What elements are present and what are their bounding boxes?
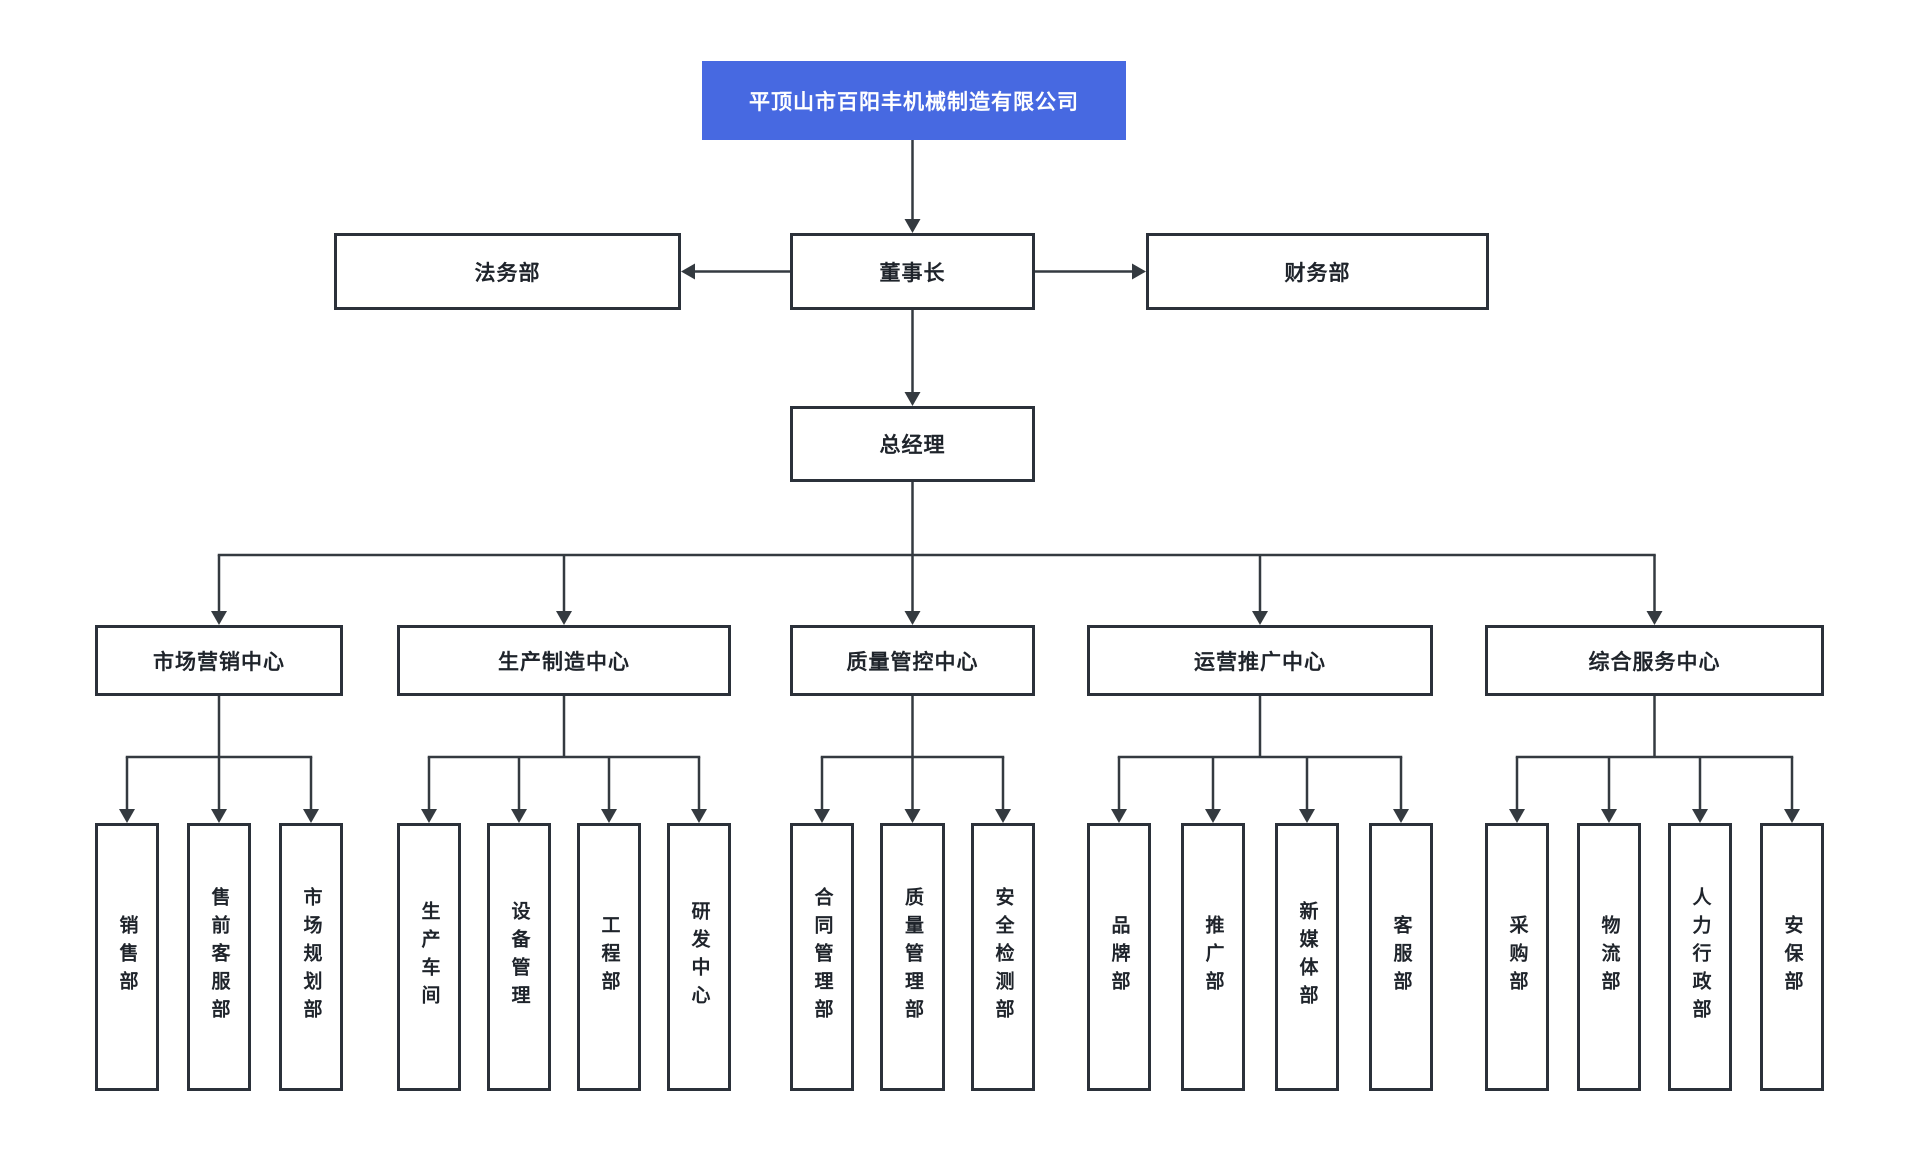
dept-node: 物流部 (1577, 823, 1641, 1091)
dept-label: 设备管理 (508, 901, 530, 1013)
finance-dept-node: 财务部 (1146, 233, 1489, 310)
center-label: 综合服务中心 (1588, 650, 1721, 674)
company-root-label: 平顶山市百阳丰机械制造有限公司 (749, 90, 1079, 114)
dept-label: 市场规划部 (300, 887, 322, 1027)
dept-label: 人力行政部 (1689, 887, 1711, 1027)
dept-label: 工程部 (598, 915, 620, 999)
dept-node: 工程部 (577, 823, 641, 1091)
center-label: 生产制造中心 (498, 650, 630, 674)
center-node-marketing: 市场营销中心 (95, 625, 343, 696)
center-node-operations: 运营推广中心 (1087, 625, 1433, 696)
dept-node: 推广部 (1181, 823, 1245, 1091)
center-label: 市场营销中心 (153, 650, 285, 674)
general-manager-node: 总经理 (790, 406, 1035, 482)
dept-label: 安全检测部 (992, 887, 1014, 1027)
dept-node: 安全检测部 (971, 823, 1035, 1091)
center-label: 运营推广中心 (1194, 650, 1326, 674)
dept-node: 质量管理部 (880, 823, 945, 1091)
dept-label: 物流部 (1598, 915, 1620, 999)
dept-node: 采购部 (1485, 823, 1549, 1091)
dept-node: 安保部 (1760, 823, 1824, 1091)
dept-label: 生产车间 (418, 901, 440, 1013)
center-node-production: 生产制造中心 (397, 625, 731, 696)
company-root-node: 平顶山市百阳丰机械制造有限公司 (702, 61, 1126, 140)
dept-node: 销售部 (95, 823, 159, 1091)
legal-dept-label: 法务部 (474, 261, 541, 285)
dept-label: 品牌部 (1108, 915, 1130, 999)
legal-dept-node: 法务部 (334, 233, 681, 310)
general-manager-label: 总经理 (879, 434, 946, 457)
dept-label: 采购部 (1506, 915, 1528, 999)
dept-node: 新媒体部 (1275, 823, 1339, 1091)
dept-label: 销售部 (116, 915, 138, 999)
center-node-quality: 质量管控中心 (790, 625, 1035, 696)
dept-node: 客服部 (1369, 823, 1433, 1091)
dept-node: 合同管理部 (790, 823, 854, 1091)
dept-node: 售前客服部 (187, 823, 251, 1091)
finance-dept-label: 财务部 (1284, 261, 1351, 285)
dept-label: 新媒体部 (1296, 901, 1318, 1013)
chairman-node: 董事长 (790, 233, 1035, 310)
dept-node: 品牌部 (1087, 823, 1151, 1091)
dept-label: 质量管理部 (902, 887, 923, 1027)
dept-label: 推广部 (1202, 915, 1224, 999)
dept-node: 研发中心 (667, 823, 731, 1091)
center-node-services: 综合服务中心 (1485, 625, 1824, 696)
dept-label: 研发中心 (688, 901, 710, 1013)
dept-node: 市场规划部 (279, 823, 343, 1091)
dept-label: 合同管理部 (811, 887, 833, 1027)
dept-label: 安保部 (1781, 915, 1803, 999)
dept-node: 人力行政部 (1668, 823, 1732, 1091)
center-label: 质量管控中心 (846, 650, 979, 674)
dept-label: 售前客服部 (208, 887, 230, 1027)
dept-label: 客服部 (1390, 915, 1412, 999)
dept-node: 设备管理 (487, 823, 551, 1091)
chairman-label: 董事长 (879, 261, 946, 285)
dept-node: 生产车间 (397, 823, 461, 1091)
